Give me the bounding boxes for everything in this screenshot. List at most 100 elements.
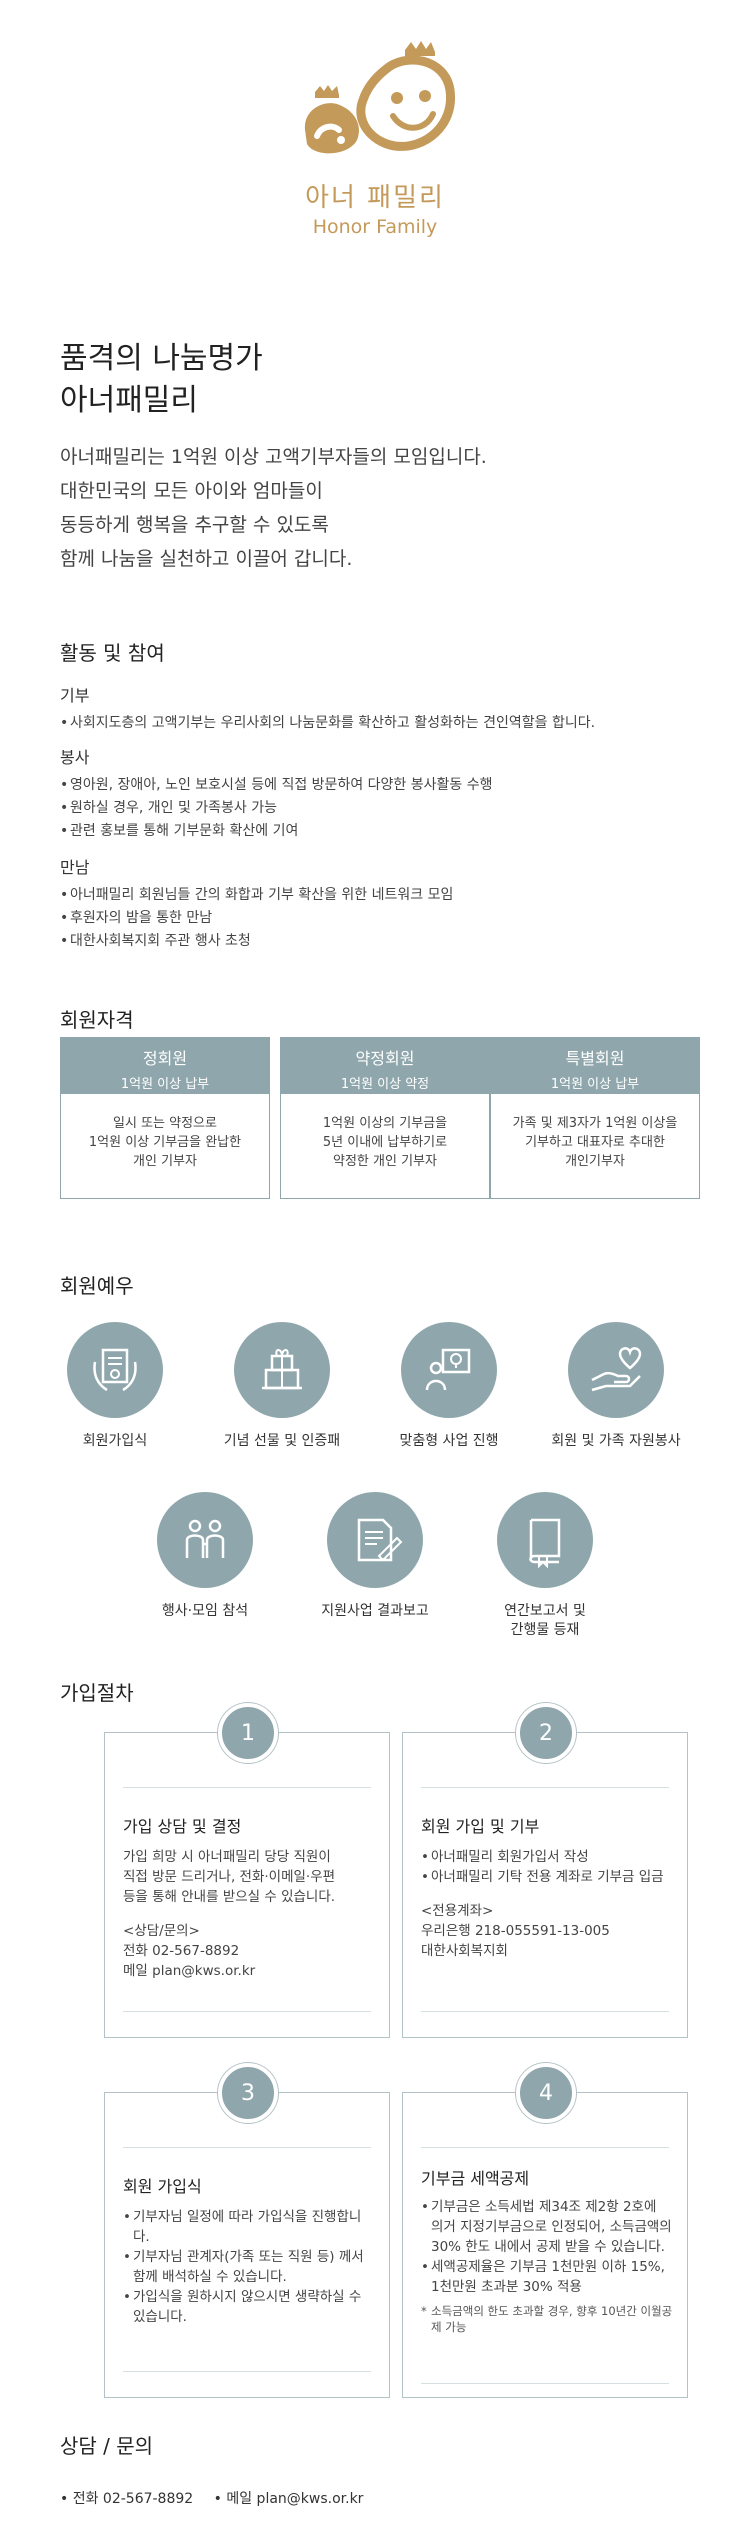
membership-card-regular: 정회원 1억원 이상 납부 일시 또는 약정으로 1억원 이상 기부금을 완납한… [60,1037,270,1199]
procedure-title: 가입절차 [60,1681,134,1705]
divider [421,2383,669,2384]
benefit-label: 행사·모임 참석 [161,1603,249,1619]
procedure-step-3: 3 회원 가입식 기부자님 일정에 따라 가입식을 진행합니다. 기부자님 관계… [104,2063,390,2398]
step-body: 기부자님 일정에 따라 가입식을 진행합니다. 기부자님 관계자(가족 또는 직… [123,2207,375,2327]
idea-icon [401,1322,497,1418]
intro-line: 동등하게 행복을 추구할 수 있도록 [60,514,329,536]
activity-item: 관련 홍보를 통해 기부문화 확산에 기여 [60,820,700,843]
benefit-label: 연간보고서 및 간행물 등재 [460,1602,630,1640]
step-number-badge: 1 [218,1703,278,1763]
step-item: 세액공제율은 기부금 1천만원 이하 15%, 1천만원 초과분 30% 적용 [421,2257,673,2297]
benefit-label-line: 연간보고서 및 [504,1603,586,1619]
membership-description: 1억원 이상의 기부금을 5년 이내에 납부하기로 약정한 개인 기부자 [281,1094,489,1171]
step-body-line: 직접 방문 드리거나, 전화·이메일·우편 [123,1869,336,1885]
procedure-step-4: 4 기부금 세액공제 기부금은 소득세법 제34조 제2항 2호에 의거 지정기… [402,2063,688,2398]
benefit-label-line: 간행물 등재 [510,1622,580,1638]
benefit-item: 지원사업 결과보고 [290,1492,460,1621]
contact-label: <상담/문의> [123,1923,200,1939]
activity-item: 아너패밀리 회원님들 간의 화합과 기부 확산을 위한 네트워크 모임 [60,884,700,907]
benefit-item: 행사·모임 참석 [120,1492,290,1621]
membership-description: 일시 또는 약정으로 1억원 이상 기부금을 완납한 개인 기부자 [61,1094,269,1171]
contact-info: • 전화 02-567-8892 • 메일 plan@kws.or.kr [60,2488,379,2508]
procedure-step-2: 2 회원 가입 및 기부 아너패밀리 회원가입서 작성 아너패밀리 기탁 전용 … [402,1703,688,2038]
membership-card-special: 특별회원 1억원 이상 납부 가족 및 제3자가 1억원 이상을 기부하고 대표… [490,1037,700,1199]
step-body-line: 등을 통해 안내를 받으실 수 있습니다. [123,1889,336,1905]
activity-group-volunteer: 봉사 영아원, 장애아, 노인 보호시설 등에 직접 방문하여 다양한 봉사활동… [60,744,700,843]
intro-line: 아너패밀리는 1억원 이상 고액기부자들의 모임입니다. [60,446,487,468]
membership-desc-line: 1억원 이상의 기부금을 [322,1116,448,1131]
benefit-label: 맞춤형 사업 진행 [399,1433,499,1449]
logo-english-text: Honor Family [312,216,438,238]
intro-paragraph: 아너패밀리는 1억원 이상 고액기부자들의 모임입니다. 대한민국의 모든 아이… [60,440,487,576]
membership-desc-line: 약정한 개인 기부자 [333,1154,437,1169]
benefit-label: 지원사업 결과보고 [321,1603,429,1619]
honor-family-logo-icon [304,41,456,154]
step-body: 아너패밀리 회원가입서 작성 아너패밀리 기탁 전용 계좌로 기부금 입금 <전… [421,1847,673,1961]
benefit-label: 기념 선물 및 인증패 [223,1433,341,1449]
contact-phone: 전화 02-567-8892 [123,1943,240,1959]
certificate-icon [67,1322,163,1418]
account-holder: 대한사회복지회 [421,1943,508,1959]
membership-desc-line: 개인 기부자 [133,1154,197,1169]
intro-line: 함께 나눔을 실천하고 이끌어 갑니다. [60,548,353,570]
membership-name: 약정회원 [355,1049,415,1068]
benefit-item: 맞춤형 사업 진행 [364,1322,534,1451]
membership-title: 회원자격 [60,1008,134,1032]
activity-item: 영아원, 장애아, 노인 보호시설 등에 직접 방문하여 다양한 봉사활동 수행 [60,774,700,797]
benefit-item: 회원가입식 [30,1322,200,1451]
membership-card-header: 약정회원 1억원 이상 약정 [281,1038,489,1094]
step-body: 기부금은 소득세법 제34조 제2항 2호에 의거 지정기부금으로 인정되어, … [421,2197,673,2335]
report-icon [327,1492,423,1588]
activity-heading: 만남 [60,858,90,877]
benefits-title: 회원예우 [60,1274,134,1298]
activity-item: 대한사회복지회 주관 행사 초청 [60,930,700,953]
benefit-label: 회원가입식 [82,1433,148,1449]
membership-desc-line: 기부하고 대표자로 추대한 [525,1135,665,1150]
divider [123,2147,371,2148]
membership-desc-line: 가족 및 제3자가 1억원 이상을 [512,1116,678,1131]
step-number-badge: 2 [516,1703,576,1763]
activities-title: 활동 및 참여 [60,641,165,665]
membership-condition: 1억원 이상 약정 [340,1077,430,1092]
membership-condition: 1억원 이상 납부 [550,1077,640,1092]
step-footnote: 소득금액의 한도 초과할 경우, 향후 10년간 이월공제 가능 [421,2303,673,2335]
membership-desc-line: 5년 이내에 납부하기로 [322,1135,448,1150]
membership-card-header: 특별회원 1억원 이상 납부 [491,1038,699,1094]
step-item: 가입식을 원하시지 않으시면 생략하실 수 있습니다. [123,2287,375,2327]
step-body-line: 가입 희망 시 아너패밀리 당당 직원이 [123,1849,331,1865]
step-title: 가입 상담 및 결정 [123,1817,242,1836]
step-title: 회원 가입식 [123,2177,202,2196]
contact-title: 상담 / 문의 [60,2434,154,2458]
divider [123,2371,371,2372]
divider [421,2147,669,2148]
heart-hand-icon [568,1322,664,1418]
benefit-item: 기념 선물 및 인증패 [197,1322,367,1451]
step-title: 기부금 세액공제 [421,2169,530,2188]
divider [123,2011,371,2012]
book-icon [497,1492,593,1588]
people-icon [157,1492,253,1588]
activity-heading: 봉사 [60,748,90,767]
procedure-step-1: 1 가입 상담 및 결정 가입 희망 시 아너패밀리 당당 직원이 직접 방문 … [104,1703,390,2038]
membership-card-pledge: 약정회원 1억원 이상 약정 1억원 이상의 기부금을 5년 이내에 납부하기로… [280,1037,490,1199]
membership-name: 정회원 [142,1049,188,1068]
membership-card-header: 정회원 1억원 이상 납부 [61,1038,269,1094]
step-item: 기부자님 일정에 따라 가입식을 진행합니다. [123,2207,375,2247]
account-number: 우리은행 218-055591-13-005 [421,1923,610,1939]
activity-item: 사회지도층의 고액기부는 우리사회의 나눔문화를 확산하고 활성화하는 견인역할… [60,712,700,735]
page-title: 품격의 나눔명가 아너패밀리 [60,338,263,422]
step-number-badge: 3 [218,2063,278,2123]
gift-icon [234,1322,330,1418]
divider [421,1787,669,1788]
contact-phone: • 전화 02-567-8892 [60,2491,194,2507]
membership-desc-line: 일시 또는 약정으로 [113,1116,217,1131]
benefit-item: 회원 및 가족 자원봉사 [531,1322,701,1451]
headline-line-2: 아너패밀리 [60,383,198,418]
membership-desc-line: 개인기부자 [565,1154,625,1169]
membership-desc-line: 1억원 이상 기부금을 완납한 [88,1135,242,1150]
membership-description: 가족 및 제3자가 1억원 이상을 기부하고 대표자로 추대한 개인기부자 [491,1094,699,1171]
membership-condition: 1억원 이상 납부 [120,1077,210,1092]
divider [123,1787,371,1788]
contact-email: • 메일 plan@kws.or.kr [213,2491,364,2507]
membership-name: 특별회원 [565,1049,625,1068]
